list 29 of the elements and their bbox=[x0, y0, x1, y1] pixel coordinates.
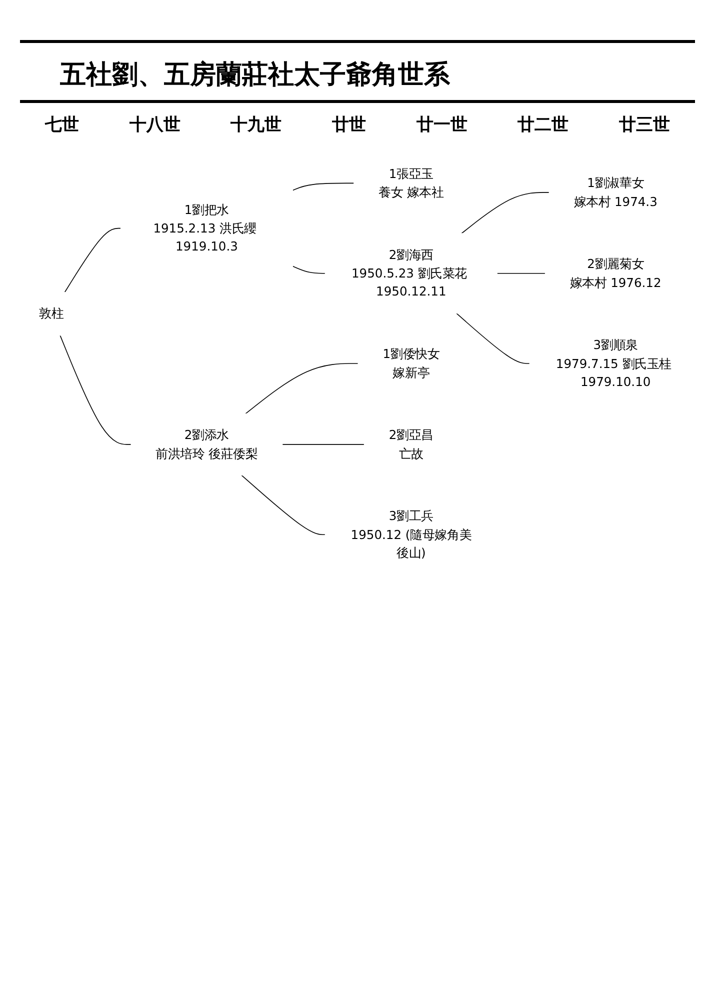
connector bbox=[240, 474, 326, 536]
connector bbox=[244, 363, 358, 414]
node-text: 敦柱 bbox=[38, 306, 64, 321]
connector bbox=[292, 182, 354, 191]
connector bbox=[496, 272, 546, 274]
generation-label: 廿二世 bbox=[518, 114, 569, 136]
node-text: 1張亞玉 養女 嫁本社 bbox=[378, 166, 444, 200]
node-text: 3劉工兵 1950.12 (隨母嫁角美後山) bbox=[350, 508, 472, 560]
connector bbox=[455, 312, 530, 364]
node-text: 2劉麗菊女 嫁本村 1976.12 bbox=[569, 256, 661, 290]
generation-label: 廿三世 bbox=[618, 114, 670, 136]
node-text: 2劉添水 前洪培玲 後莊倭梨 bbox=[155, 428, 258, 461]
title: 五社劉、五房蘭莊社太子爺角世系 bbox=[20, 40, 695, 103]
generation-label: 十九世 bbox=[230, 114, 282, 136]
node-text: 1劉淑華女 嫁本村 1974.3 bbox=[573, 176, 657, 209]
connector bbox=[59, 334, 132, 445]
connector bbox=[281, 444, 364, 445]
connector bbox=[460, 192, 550, 234]
node-text: 1劉把水 1915.2.13 洪氏纓 1919.10.3 bbox=[152, 202, 256, 254]
node-text: 3劉順泉 1979.7.15 劉氏玉桂 1979.10.10 bbox=[555, 338, 671, 390]
connector bbox=[64, 228, 121, 293]
generation-label: 七世 bbox=[45, 114, 80, 136]
node-text: 1劉倭快女 嫁新亭 bbox=[382, 346, 440, 380]
node-text: 2劉亞昌 亡故 bbox=[388, 428, 433, 461]
generation-label: 廿世 bbox=[332, 114, 366, 136]
generation-label: 廿一世 bbox=[416, 114, 468, 136]
generation-label: 十八世 bbox=[129, 114, 180, 136]
node-text: 2劉海西 1950.5.23 劉氏菜花 1950.12.11 bbox=[350, 247, 466, 299]
connector bbox=[292, 266, 326, 274]
